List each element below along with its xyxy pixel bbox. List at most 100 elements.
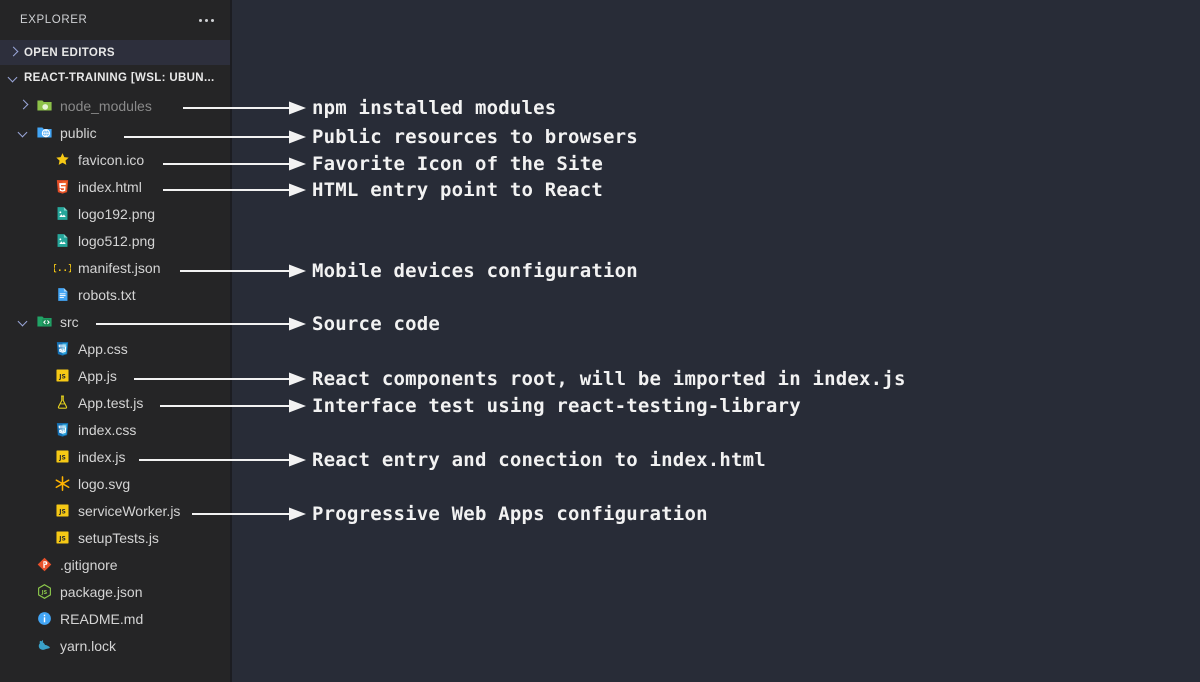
annotation-node-modules: npm installed modules — [183, 96, 556, 120]
css3-icon — [52, 339, 72, 359]
image-icon — [52, 231, 72, 251]
tree-item-label: logo.svg — [78, 475, 131, 492]
tree-item-robots-txt[interactable]: robots.txt — [0, 281, 230, 308]
svg-text:JS: JS — [58, 373, 66, 380]
tree-item-index-css[interactable]: index.css — [0, 416, 230, 443]
annotation-index-js: React entry and conection to index.html — [139, 448, 766, 472]
annotation-text: Interface test using react-testing-libra… — [312, 395, 801, 417]
arrow-icon — [183, 98, 306, 118]
tree-item-label: index.html — [78, 178, 142, 195]
javascript-icon: JS — [52, 528, 72, 548]
tree-item-node-modules[interactable]: node_modules — [0, 92, 230, 119]
tree-item-index-html[interactable]: index.html — [0, 173, 230, 200]
annotation-text: React entry and conection to index.html — [312, 449, 766, 471]
chevron-down-icon[interactable] — [16, 314, 32, 330]
tree-item-label: node_modules — [60, 97, 152, 114]
sidebar-section-label: OPEN EDITORS — [24, 46, 115, 59]
arrow-icon — [163, 154, 306, 174]
svg-text:JS: JS — [58, 535, 66, 542]
javascript-icon: JS — [52, 447, 72, 467]
svg-star-icon — [52, 474, 72, 494]
annotation-text: React components root, will be imported … — [312, 368, 906, 390]
chevron-right-icon — [6, 45, 22, 61]
annotation-text: npm installed modules — [312, 97, 557, 119]
explorer-title-bar: EXPLORER — [0, 0, 230, 40]
svg-text:{..}: {..} — [54, 263, 71, 274]
tree-item-logo192-png[interactable]: logo192.png — [0, 200, 230, 227]
tree-item-favicon-ico[interactable]: favicon.ico — [0, 146, 230, 173]
tree-item-app-js[interactable]: JS App.js — [0, 362, 230, 389]
css3-icon — [52, 420, 72, 440]
html5-icon — [52, 177, 72, 197]
tree-item-label: manifest.json — [78, 259, 161, 276]
tree-item-index-js[interactable]: JS index.js — [0, 443, 230, 470]
tree-item-label: index.js — [78, 448, 126, 465]
git-icon — [34, 555, 54, 575]
tree-item-yarn-lock[interactable]: yarn.lock — [0, 632, 230, 659]
tree-item-label: public — [60, 124, 97, 141]
annotation-text: Mobile devices configuration — [312, 260, 638, 282]
svg-text:JS: JS — [58, 508, 66, 515]
javascript-icon: JS — [52, 501, 72, 521]
tree-item-logo512-png[interactable]: logo512.png — [0, 227, 230, 254]
tree-item-app-test-js[interactable]: App.test.js — [0, 389, 230, 416]
annotation-app-js: React components root, will be imported … — [134, 367, 906, 391]
arrow-icon — [134, 369, 306, 389]
page-title: EXPLORER — [20, 14, 88, 26]
chevron-right-icon[interactable] — [16, 98, 32, 114]
annotation-src: Source code — [96, 312, 440, 336]
arrow-icon — [139, 450, 306, 470]
tree-item-public[interactable]: public — [0, 119, 230, 146]
tree-item-serviceworker-js[interactable]: JS serviceWorker.js — [0, 497, 230, 524]
tree-item-src[interactable]: src — [0, 308, 230, 335]
star-icon — [52, 150, 72, 170]
svg-text:JS: JS — [40, 590, 47, 596]
annotation-public: Public resources to browsers — [124, 125, 638, 149]
tree-item-readme-md[interactable]: README.md — [0, 605, 230, 632]
tree-item-label: yarn.lock — [60, 637, 117, 654]
sidebar-section-project[interactable]: REACT-TRAINING [WSL: UBUN... — [0, 65, 230, 90]
tree-item-label: robots.txt — [78, 286, 136, 303]
tree-item-label: package.json — [60, 583, 143, 600]
arrow-icon — [180, 261, 306, 281]
annotation-text: Favorite Icon of the Site — [312, 153, 603, 175]
annotation-index-html: HTML entry point to React — [163, 178, 603, 202]
arrow-icon — [124, 127, 306, 147]
nodejs-icon: JS — [34, 582, 54, 602]
tree-item-app-css[interactable]: App.css — [0, 335, 230, 362]
annotation-manifest-json: Mobile devices configuration — [180, 259, 638, 283]
tree-item-label: logo512.png — [78, 232, 156, 249]
image-icon — [52, 204, 72, 224]
tree-item-logo-svg[interactable]: logo.svg — [0, 470, 230, 497]
ellipsis-icon[interactable] — [197, 15, 216, 26]
annotation-serviceworker-js: Progressive Web Apps configuration — [192, 502, 708, 526]
arrow-icon — [192, 504, 306, 524]
annotation-text: HTML entry point to React — [312, 179, 603, 201]
chevron-down-icon[interactable] — [16, 125, 32, 141]
folder-node-modules-icon — [34, 96, 54, 116]
tree-item-label: App.js — [78, 367, 117, 384]
javascript-icon: JS — [52, 366, 72, 386]
annotation-favicon-ico: Favorite Icon of the Site — [163, 152, 603, 176]
annotation-text: Source code — [312, 313, 441, 335]
annotation-app-test-js: Interface test using react-testing-libra… — [160, 394, 801, 418]
annotation-text: Public resources to browsers — [312, 126, 638, 148]
tree-item-label: logo192.png — [78, 205, 156, 222]
arrow-icon — [163, 180, 306, 200]
tree-item-label: App.css — [78, 340, 128, 357]
tree-item-gitignore[interactable]: .gitignore — [0, 551, 230, 578]
json-braces-icon: {..} — [52, 258, 72, 278]
svg-text:JS: JS — [58, 454, 66, 461]
sidebar-section-open-editors[interactable]: OPEN EDITORS — [0, 40, 230, 65]
tree-item-label: src — [60, 313, 79, 330]
chevron-down-icon — [6, 70, 22, 86]
tree-item-label: favicon.ico — [78, 151, 145, 168]
tree-item-label: README.md — [60, 610, 144, 627]
tree-item-label: .gitignore — [60, 556, 118, 573]
tree-item-manifest-json[interactable]: {..} manifest.json — [0, 254, 230, 281]
tree-item-label: serviceWorker.js — [78, 502, 181, 519]
tree-item-package-json[interactable]: JS package.json — [0, 578, 230, 605]
